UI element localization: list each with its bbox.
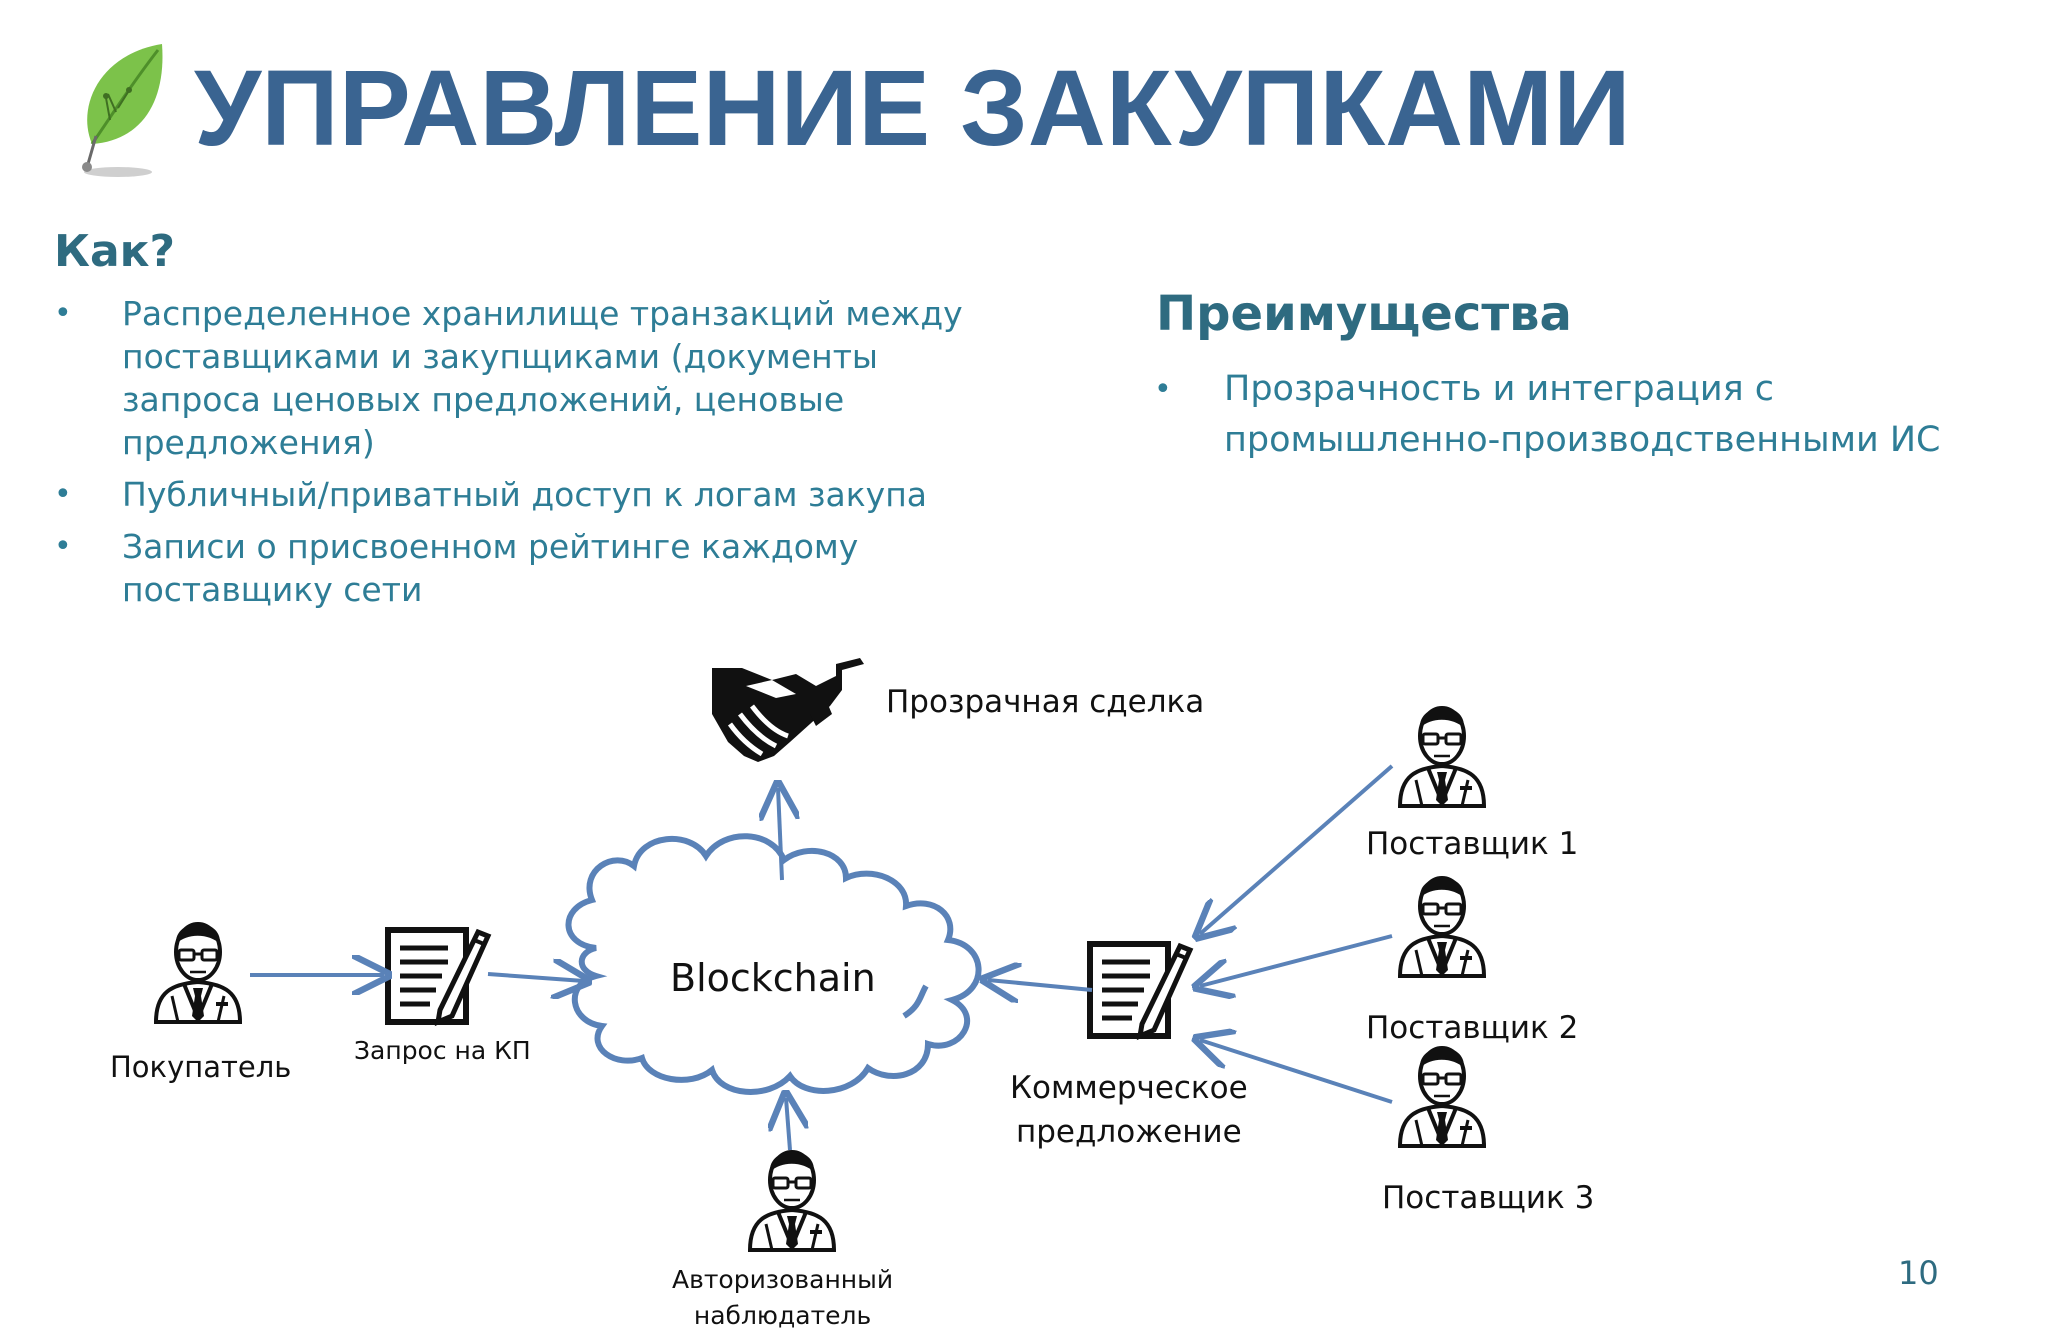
page-number: 10 [1898, 1254, 1939, 1292]
leaf-logo-icon [82, 44, 163, 177]
request-document-icon [388, 930, 488, 1022]
observer-label-line2: наблюдатель [693, 1301, 872, 1330]
deal-label: Прозрачная сделка [886, 684, 1205, 720]
arrow-supplier3-to-offer [1200, 1040, 1393, 1104]
how-list-item: • Публичный/приватный доступ к логам заку… [54, 473, 974, 516]
how-item-text: Распределенное хранилище транзакций межд… [122, 294, 963, 462]
how-item-text: Публичный/приватный доступ к логам закуп… [122, 475, 928, 514]
bullet: • [1154, 372, 1172, 407]
arrow-supplier1-to-offer [1200, 764, 1394, 934]
buyer-label: Покупатель [110, 1050, 292, 1084]
request-label: Запрос на КП [354, 1036, 531, 1065]
offer-label-line2: предложение [1015, 1114, 1242, 1150]
handshake-icon [712, 658, 864, 762]
advantages-list-item: • Прозрачность и интеграция с промышленно… [1154, 364, 2024, 466]
advantages-heading: Преимущества [1156, 286, 1572, 342]
cloud-icon [565, 833, 982, 1095]
how-list-item: • Распределенное хранилище транзакций меж… [54, 292, 974, 464]
arrow-offer-to-cloud [988, 980, 1093, 990]
supplier1-label: Поставщик 1 [1366, 826, 1579, 862]
how-heading: Как? [54, 226, 176, 277]
bullet: • [54, 529, 72, 564]
supplier3-person-icon [1398, 1045, 1486, 1148]
cloud-label: Blockchain [670, 956, 876, 1000]
supplier2-label: Поставщик 2 [1366, 1010, 1579, 1046]
supplier3-label: Поставщик 3 [1382, 1180, 1595, 1216]
how-list-item: • Записи о присвоенном рейтинге каждому п… [54, 525, 974, 611]
how-list: • Распределенное хранилище транзакций меж… [54, 292, 974, 620]
arrow-cloud-to-deal [778, 788, 782, 881]
how-item-text: Записи о присвоенном рейтинге каждому по… [122, 527, 859, 609]
observer-person-icon [748, 1149, 836, 1252]
arrows [250, 764, 1394, 1151]
arrow-supplier2-to-offer [1200, 934, 1393, 986]
buyer-person-icon [154, 921, 242, 1024]
page-title: УПРАВЛЕНИЕ ЗАКУПКАМИ [194, 47, 1631, 168]
offer-label-line1: Коммерческое [1010, 1070, 1248, 1106]
offer-label: Коммерческое предложение [1010, 1066, 1248, 1154]
advantages-item-text: Прозрачность и интеграция с промышленно-… [1224, 369, 1941, 460]
supplier2-person-icon [1398, 875, 1486, 978]
advantages-list: • Прозрачность и интеграция с промышленно… [1154, 364, 2024, 466]
bullet: • [54, 296, 72, 331]
supplier1-person-icon [1398, 705, 1486, 808]
observer-label: Авторизованный наблюдатель [672, 1262, 893, 1334]
arrow-observer-to-cloud [786, 1098, 790, 1151]
observer-label-line1: Авторизованный [672, 1265, 894, 1294]
offer-document-icon [1090, 944, 1190, 1036]
bullet: • [54, 477, 72, 512]
arrow-request-to-cloud [487, 974, 584, 981]
